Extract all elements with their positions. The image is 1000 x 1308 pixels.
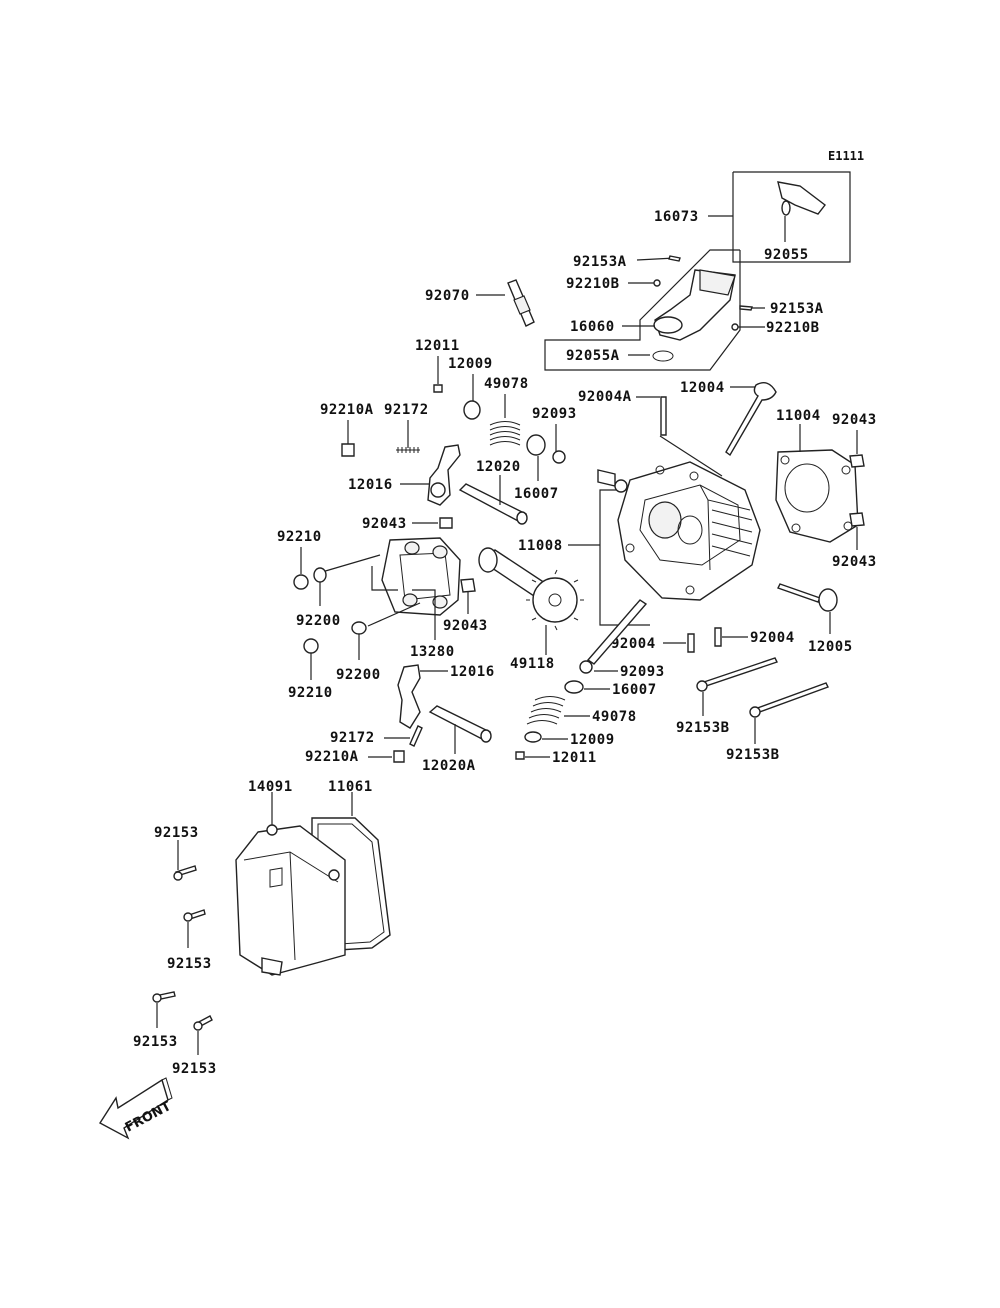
label-92172-2: 92172 xyxy=(330,730,375,746)
label-92153-2: 92153 xyxy=(167,956,212,972)
rocker-arm-lower xyxy=(397,664,448,729)
rocker-shaft xyxy=(458,475,528,525)
label-92153A-2: 92153A xyxy=(770,301,824,317)
label-12016-1: 12016 xyxy=(348,477,393,493)
front-arrow-icon xyxy=(99,1077,173,1140)
label-14091: 14091 xyxy=(248,779,293,795)
label-16007-1: 16007 xyxy=(514,486,559,502)
label-49078-1: 49078 xyxy=(484,376,529,392)
rocker-arm-upper xyxy=(400,444,461,506)
label-92153-4: 92153 xyxy=(172,1061,217,1077)
label-92093-2: 92093 xyxy=(620,664,665,680)
label-92153B-1: 92153B xyxy=(676,720,730,736)
label-92055: 92055 xyxy=(764,247,809,263)
label-16073: 16073 xyxy=(654,209,699,225)
label-92043-2: 92043 xyxy=(362,516,407,532)
label-92004-1: 92004 xyxy=(611,636,656,652)
label-92210-2: 92210 xyxy=(288,685,333,701)
rocker-holder xyxy=(321,537,461,640)
cylinder-head-cover xyxy=(235,792,391,976)
label-92210A-2: 92210A xyxy=(305,749,359,765)
label-92004-2: 92004 xyxy=(750,630,795,646)
intake-valve xyxy=(777,583,838,634)
label-12009-1: 12009 xyxy=(448,356,493,372)
label-12020: 12020 xyxy=(476,459,521,475)
label-92043-4: 92043 xyxy=(443,618,488,634)
valve-spring-lower xyxy=(526,696,590,725)
label-12020A: 12020A xyxy=(422,758,476,774)
label-92172-1: 92172 xyxy=(384,402,429,418)
label-92210-1: 92210 xyxy=(277,529,322,545)
label-49118: 49118 xyxy=(510,656,555,672)
label-12016-2: 12016 xyxy=(450,664,495,680)
label-12009-2: 12009 xyxy=(570,732,615,748)
cylinder-gasket xyxy=(775,424,859,543)
label-16060: 16060 xyxy=(570,319,615,335)
label-92153A-1: 92153A xyxy=(573,254,627,270)
label-92055A: 92055A xyxy=(566,348,620,364)
gasket-box-16073 xyxy=(708,171,851,263)
valve-spring-upper xyxy=(489,421,521,446)
label-92004A: 92004A xyxy=(578,389,632,405)
intake-pipe-group xyxy=(544,249,765,371)
label-12005: 12005 xyxy=(808,639,853,655)
cylinder-head xyxy=(568,435,761,626)
camshaft xyxy=(478,547,584,655)
label-92200-1: 92200 xyxy=(296,613,341,629)
rocker-shaft-lower xyxy=(428,705,492,754)
label-11008: 11008 xyxy=(518,538,563,554)
label-92153-1: 92153 xyxy=(154,825,199,841)
label-92043-3: 92043 xyxy=(832,554,877,570)
label-11061: 11061 xyxy=(328,779,373,795)
label-12004: 12004 xyxy=(680,380,725,396)
label-92153-3: 92153 xyxy=(133,1034,178,1050)
label-92070: 92070 xyxy=(425,288,470,304)
label-12011-1: 12011 xyxy=(415,338,460,354)
bolts-92153 xyxy=(152,840,213,1055)
label-12011-2: 12011 xyxy=(552,750,597,766)
spark-plug xyxy=(476,279,535,327)
exhaust-valve xyxy=(725,382,777,457)
label-16007-2: 16007 xyxy=(612,682,657,698)
label-13280: 13280 xyxy=(410,644,455,660)
label-49078-2: 49078 xyxy=(592,709,637,725)
label-92210B-2: 92210B xyxy=(766,320,820,336)
label-92093-1: 92093 xyxy=(532,406,577,422)
label-92043-1: 92043 xyxy=(832,412,877,428)
label-92153B-2: 92153B xyxy=(726,747,780,763)
label-92200-2: 92200 xyxy=(336,667,381,683)
label-92210A-1: 92210A xyxy=(320,402,374,418)
stud-bolts-92153B xyxy=(696,657,829,744)
diagram-code: E1111 xyxy=(828,149,864,163)
label-92210B-1: 92210B xyxy=(566,276,620,292)
label-11004: 11004 xyxy=(776,408,821,424)
